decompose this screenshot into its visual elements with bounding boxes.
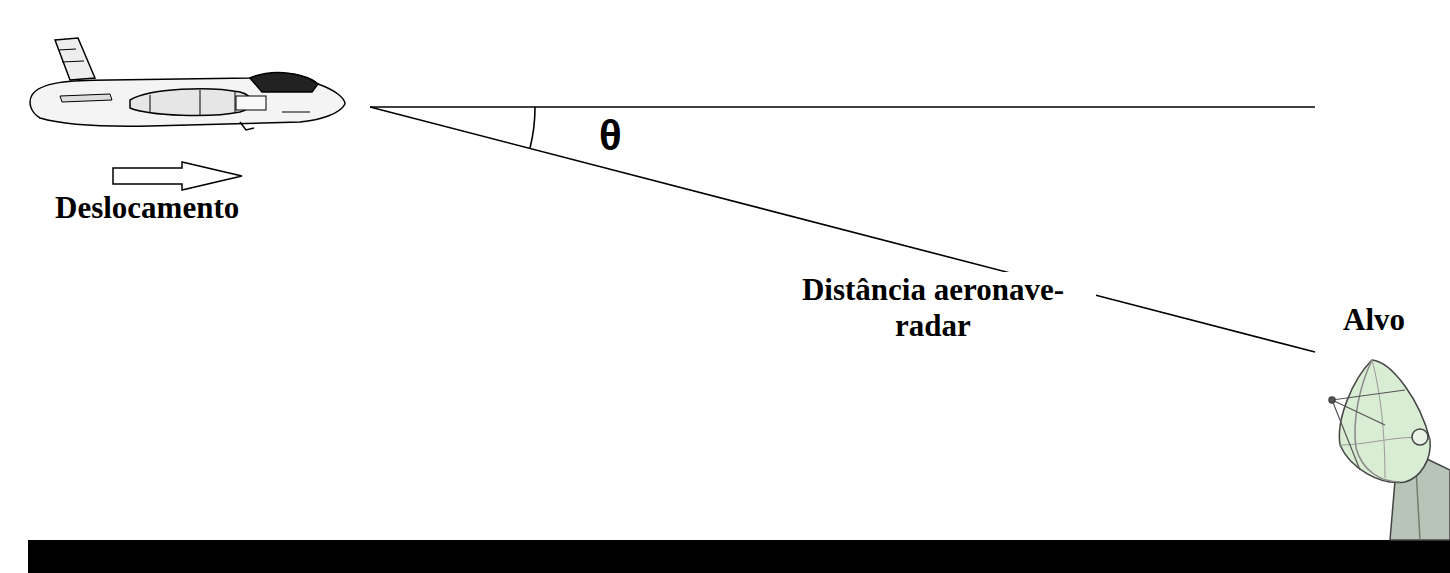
- target-label: Alvo: [1340, 302, 1408, 338]
- ground-bar: [28, 540, 1450, 573]
- radar-dish: [1329, 360, 1450, 540]
- displacement-arrow: [113, 162, 242, 190]
- angle-arc: [530, 107, 535, 148]
- aircraft: [30, 38, 345, 130]
- distance-label: Distância aeronave-radar: [770, 272, 1096, 343]
- displacement-label: Deslocamento: [55, 190, 239, 226]
- angle-symbol: θ: [596, 112, 625, 160]
- line-of-sight: [370, 107, 1315, 352]
- horizontal-line: [370, 106, 1315, 108]
